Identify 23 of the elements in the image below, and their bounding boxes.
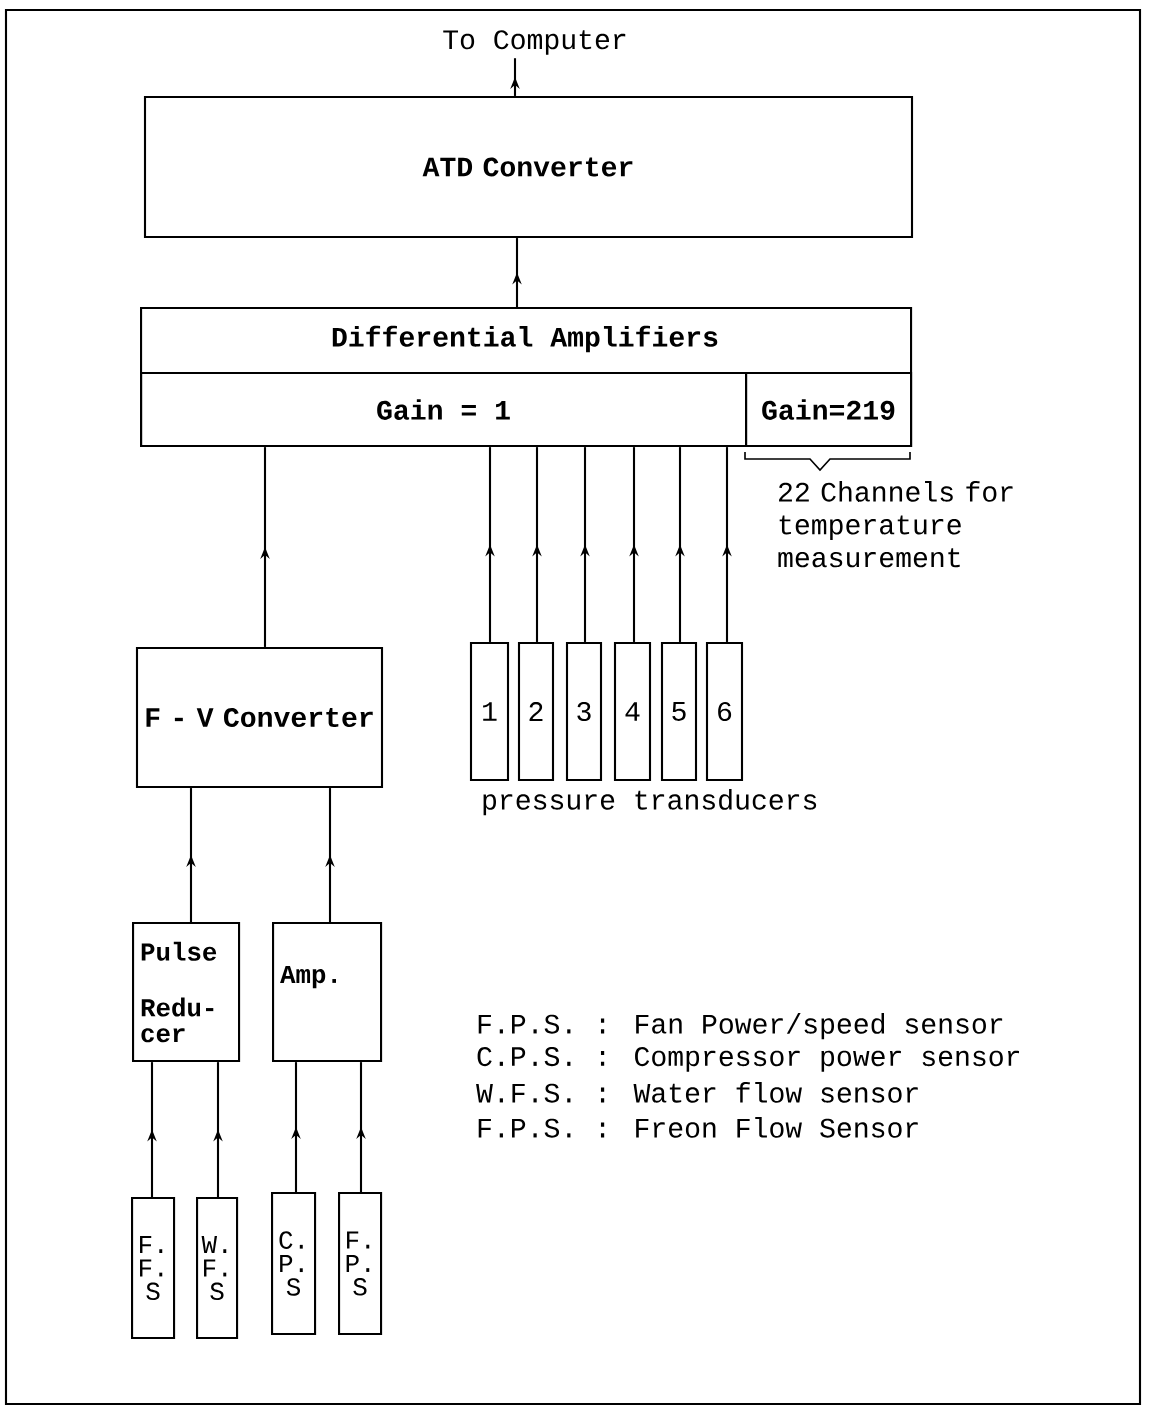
sensor-box: F.P.S xyxy=(338,1192,383,1336)
transducer-box: 4 xyxy=(613,641,652,782)
converter-box: F - V Converter xyxy=(135,646,384,789)
sensor-box: F.F.S xyxy=(131,1197,176,1340)
transducer-box: 6 xyxy=(705,641,744,782)
key-text: C.P.S. : Compressor power sensor xyxy=(477,1047,1019,1072)
key-text: F.P.S. : Freon Flow Sensor xyxy=(478,1117,918,1138)
transducer-box: 3 xyxy=(565,641,603,782)
caption-text: pressure transducers xyxy=(483,789,817,816)
gain-cell: Gain=219 22 Channels for temperature measurement xyxy=(745,372,1013,568)
output-label: To Computer xyxy=(443,30,626,55)
converter-box: ATD Converter xyxy=(143,95,914,239)
amplifier-box: Amp. xyxy=(272,922,383,1063)
gain-cell: Gain = 1 xyxy=(140,372,748,448)
sensor-box: C.P.S xyxy=(271,1192,317,1336)
key-text: F.P.S. : Fan Power/speed sensor xyxy=(478,1013,1003,1040)
key-text: W.F.S. : Water flow sensor xyxy=(476,1082,918,1103)
reducer-box: Pulse Redu-cer xyxy=(132,922,241,1063)
transducer-box: 1 xyxy=(469,641,510,782)
transducer-box: 2 xyxy=(517,641,555,782)
transducer-box: 5 xyxy=(660,641,698,782)
annotation-text: 22 Channels for temperature measurement xyxy=(778,481,1013,568)
sensor-box: W.F.S xyxy=(196,1197,239,1340)
